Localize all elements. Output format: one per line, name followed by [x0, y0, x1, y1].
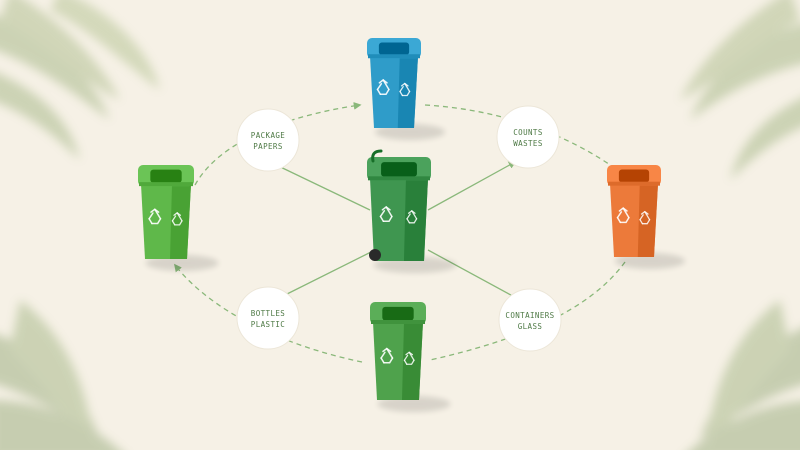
label-line-2: WASTES [513, 139, 543, 148]
bin-opening [618, 169, 650, 183]
bin-lid-rim [139, 182, 193, 187]
recycle-icon [406, 210, 418, 224]
bin-side [637, 183, 658, 257]
bin-handle [371, 149, 383, 163]
arrow-right-to-bottom [429, 261, 626, 361]
bin-lid-rim [608, 181, 660, 186]
recycle-icon [616, 207, 630, 224]
foliage-bottom-right [690, 300, 800, 450]
recycle-bin-right [607, 165, 686, 269]
bin-opening [382, 306, 414, 321]
recycle-icon [171, 212, 183, 226]
bin-side [397, 56, 418, 128]
recycle-icon [380, 347, 394, 364]
label-bubble-package-papers: PACKAGE PAPERS [236, 108, 300, 172]
recycle-icon [403, 351, 415, 365]
bin-wheel [369, 249, 381, 261]
label-line-2: PAPERS [253, 142, 283, 151]
spoke-center-bottomleft [274, 249, 376, 301]
recycle-icon [639, 210, 651, 225]
recycle-icon [399, 82, 411, 97]
label-line-2: PLASTIC [251, 320, 285, 329]
foliage-top-left [0, 0, 160, 160]
label-bubble-counts-wastes: COUNTS WASTES [496, 105, 560, 169]
bins [138, 38, 686, 412]
spoke-center-topright [427, 161, 517, 211]
bin-side [402, 322, 423, 400]
bin-lid-rim [371, 320, 425, 324]
bin-opening [378, 42, 410, 56]
bin-lid-rim [368, 176, 430, 181]
recycle-bin-bottom [370, 302, 451, 412]
label-bubble-bottles-plastic: BOTTLES PLASTIC [236, 286, 300, 350]
label-line-1: BOTTLES [251, 309, 285, 318]
foliage-top-right [680, 0, 800, 180]
bin-opening [381, 162, 417, 177]
recycle-bin-center [367, 149, 457, 273]
recycle-icon [379, 206, 393, 222]
spoke-center-bottomright [427, 249, 521, 301]
label-line-1: PACKAGE [251, 131, 285, 140]
label-line-1: COUNTS [513, 128, 543, 137]
label-bubble-containers-glass: CONTAINERS GLASS [498, 288, 562, 352]
bin-lid-rim [368, 54, 420, 59]
bin-opening [150, 169, 182, 183]
recycle-bin-top [367, 38, 446, 140]
label-line-2: GLASS [518, 322, 543, 331]
recycle-icon [148, 208, 162, 225]
spoke-center-left [269, 161, 371, 211]
bin-side [170, 184, 191, 259]
label-line-1: CONTAINERS [505, 311, 554, 320]
recycle-icon [376, 79, 390, 95]
foliage-bottom-left [0, 300, 120, 450]
recycle-bin-left [138, 165, 219, 271]
